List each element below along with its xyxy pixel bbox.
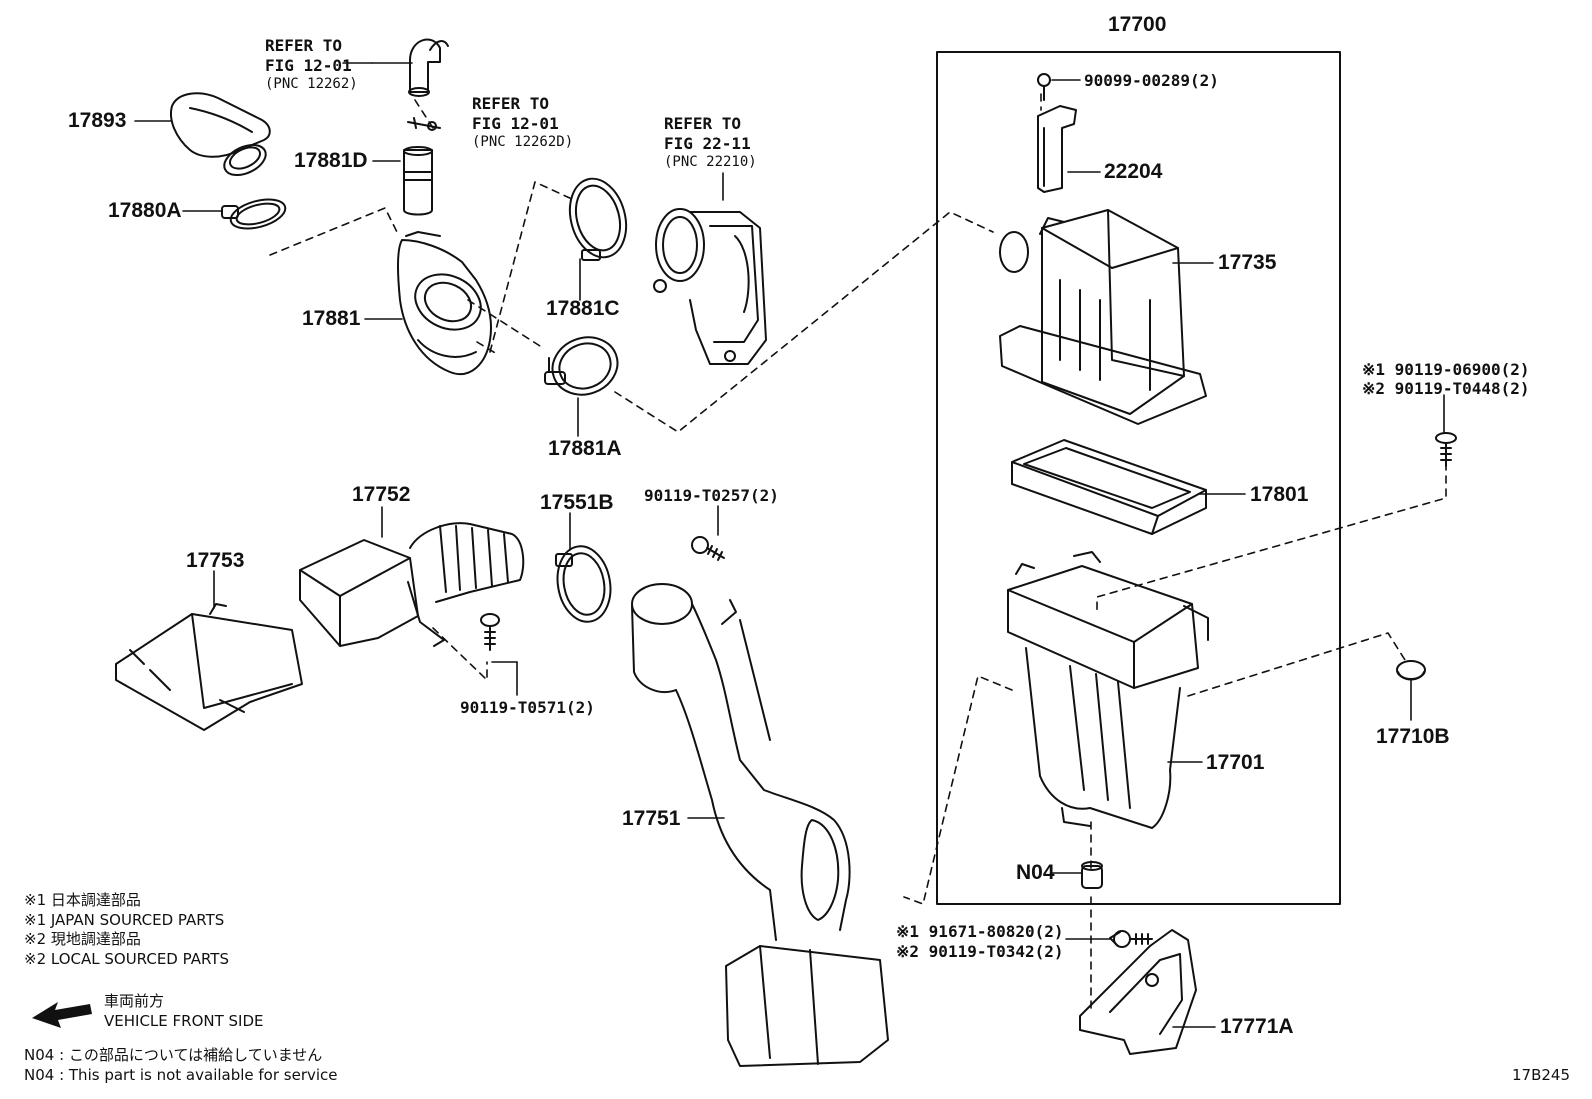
refer-to-fig-12-01-b: REFER TO FIG 12-01 (PNC 12262D) xyxy=(472,94,573,152)
part-17881C-drawing xyxy=(568,177,628,261)
refer-to-fig-12-01-a: REFER TO FIG 12-01 (PNC 12262) xyxy=(265,36,358,94)
label-17881A[interactable]: 17881A xyxy=(548,437,622,460)
air-cleaner-assembly-frame xyxy=(936,51,1341,905)
n04-note-en: N04 : This part is not available for ser… xyxy=(24,1065,338,1084)
part-17735-drawing xyxy=(999,209,1207,425)
refer-line: REFER TO xyxy=(664,114,742,133)
refer-to-fig-22-11: REFER TO FIG 22-11 (PNC 22210) xyxy=(664,114,757,172)
partnum-90119-T0257[interactable]: 90119-T0257(2) xyxy=(644,486,779,505)
partnum-90119-06900[interactable]: ※1 90119-06900(2) xyxy=(1362,360,1530,379)
partnum-91671-80820[interactable]: ※1 91671-80820(2) xyxy=(896,922,1064,941)
dashed-lines xyxy=(269,93,1447,1013)
part-17551B-drawing xyxy=(555,545,612,623)
part-17753-drawing xyxy=(115,603,303,731)
refer-pnc: (PNC 12262D) xyxy=(472,134,574,150)
label-17710B[interactable]: 17710B xyxy=(1376,725,1450,748)
part-17771A-drawing xyxy=(1079,929,1197,1055)
refer-line: FIG 12-01 xyxy=(265,56,352,75)
part-17881-drawing xyxy=(397,231,492,375)
label-17881D[interactable]: 17881D xyxy=(294,149,368,172)
leader-lines xyxy=(134,62,1445,1028)
part-17752-drawing xyxy=(299,522,525,647)
label-17735[interactable]: 17735 xyxy=(1218,251,1277,274)
label-N04[interactable]: N04 xyxy=(1016,861,1055,884)
bolt-90119-T0257-drawing xyxy=(691,536,725,561)
label-17551B[interactable]: 17551B xyxy=(540,491,614,514)
label-17880A[interactable]: 17880A xyxy=(108,199,182,222)
note-japan-en: ※1 JAPAN SOURCED PARTS xyxy=(24,910,225,929)
part-22204-drawing xyxy=(1037,73,1077,193)
front-side-jp: 車両前方 xyxy=(104,992,165,1010)
refer-line: FIG 12-01 xyxy=(472,114,559,133)
label-17893[interactable]: 17893 xyxy=(68,109,127,132)
part-17751-drawing xyxy=(631,583,889,1067)
n04-notes: N04 : この部品については補給していません N04 : This part … xyxy=(24,1046,338,1085)
part-N04-drawing xyxy=(1081,861,1103,889)
refer-pnc: (PNC 12262) xyxy=(265,76,358,92)
label-22204[interactable]: 22204 xyxy=(1104,160,1163,183)
vehicle-front-arrow-icon xyxy=(32,1002,92,1028)
part-17880A-drawing xyxy=(221,198,287,230)
part-17881D-drawing xyxy=(403,146,433,216)
part-17893-drawing xyxy=(170,92,271,177)
bolt-91671-drawing xyxy=(1113,930,1153,948)
note-local-jp: ※2 現地調達部品 xyxy=(24,930,141,948)
part-17881A-drawing xyxy=(544,336,619,396)
partnum-90119-T0448[interactable]: ※2 90119-T0448(2) xyxy=(1362,379,1530,398)
partnum-90119-T0342[interactable]: ※2 90119-T0342(2) xyxy=(896,942,1064,961)
refer-pnc: (PNC 22210) xyxy=(664,154,757,170)
front-side-en: VEHICLE FRONT SIDE xyxy=(104,1011,264,1030)
label-17700[interactable]: 17700 xyxy=(1108,13,1167,36)
n04-note-jp: N04 : この部品については補給していません xyxy=(24,1046,323,1064)
partnum-90119-T0571[interactable]: 90119-T0571(2) xyxy=(460,698,595,717)
front-side-label: 車両前方 VEHICLE FRONT SIDE xyxy=(104,992,264,1031)
label-17801[interactable]: 17801 xyxy=(1250,483,1309,506)
hose-12262D-drawing xyxy=(407,117,441,131)
refer-line: REFER TO xyxy=(472,94,550,113)
label-17752[interactable]: 17752 xyxy=(352,483,411,506)
part-17801-drawing xyxy=(1011,439,1207,535)
note-japan-jp: ※1 日本調達部品 xyxy=(24,891,141,909)
label-17701[interactable]: 17701 xyxy=(1206,751,1265,774)
refer-line: FIG 22-11 xyxy=(664,134,751,153)
hose-12262-drawing xyxy=(408,38,449,97)
partnum-90099-00289[interactable]: 90099-00289(2) xyxy=(1084,71,1219,90)
legend-notes: ※1 日本調達部品 ※1 JAPAN SOURCED PARTS ※2 現地調達… xyxy=(24,891,229,969)
refer-line: REFER TO xyxy=(265,36,343,55)
bolt-90119-06900-drawing xyxy=(1435,432,1457,467)
label-17881[interactable]: 17881 xyxy=(302,307,361,330)
part-17701-drawing xyxy=(1007,551,1209,829)
part-17710B-drawing xyxy=(1396,660,1426,681)
figure-code: 17B245 xyxy=(1512,1066,1571,1084)
label-17881C[interactable]: 17881C xyxy=(546,297,620,320)
bolt-90119-T0571-drawing xyxy=(480,613,500,651)
throttle-body-drawing xyxy=(653,208,767,365)
label-17751[interactable]: 17751 xyxy=(622,807,681,830)
note-local-en: ※2 LOCAL SOURCED PARTS xyxy=(24,949,229,968)
label-17753[interactable]: 17753 xyxy=(186,549,245,572)
label-17771A[interactable]: 17771A xyxy=(1220,1015,1294,1038)
